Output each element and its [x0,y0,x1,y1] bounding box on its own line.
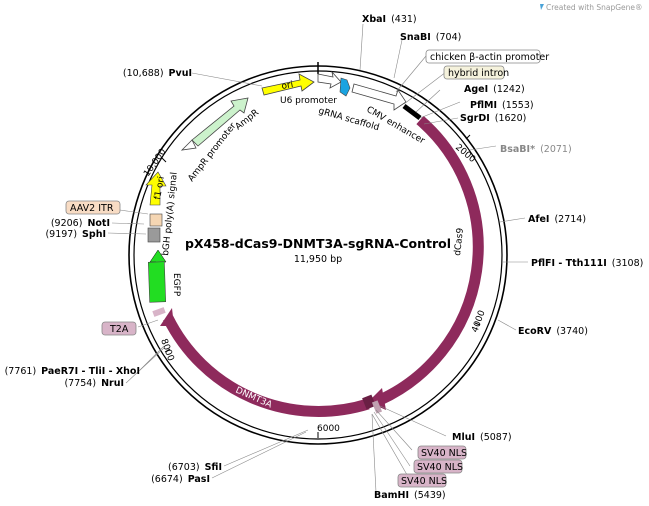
egfp-label: EGFP [171,273,181,297]
tick-label-4000: 4000 [470,309,487,334]
tick-label-10000: 10,000 [142,147,168,179]
site-bamhi: BamHI(5439) [374,490,446,501]
site-bsabi: BsaBI*(2071) [500,144,572,155]
svg-text:hybrid intron: hybrid intron [448,68,509,79]
site-snabi: SnaBI(704) [400,32,461,43]
t2a-box: T2A [101,321,137,336]
tick-8000 [164,348,171,353]
ori-label: ori [281,80,294,92]
aav2-itr-box: AAV2 ITR [65,200,121,215]
watermark-text: Created with SnapGene® [546,3,643,12]
site-sgrdi: SgrDI(1620) [460,113,526,124]
site-nrui: (7754)NruI [64,378,124,389]
tick-4000 [474,322,481,326]
sv40-nls-box-1: SV40 NLS [417,445,467,460]
site-noti: (9206)NotI [51,218,110,229]
site-pflfi-tth111i: PflFI - Tth111I(3108) [531,258,643,269]
site-sfii: (6703)SfiI [168,462,222,473]
site-xbai: XbaI(431) [362,14,417,25]
svg-text:SV40 NLS: SV40 NLS [401,476,447,487]
snapgene-watermark: Created with SnapGene® [540,3,643,12]
kozak-marker [402,104,422,120]
site-pvui: (10,688)PvuI [123,68,192,79]
ori-feature [261,73,315,96]
u6-promoter-label: U6 promoter [280,96,337,106]
svg-text:T2A: T2A [109,324,129,335]
aav2-itr-feature [149,213,163,227]
site-sphi: (9197)SphI [45,229,106,240]
dcas9-label: dCas9 [453,227,466,256]
grna-scaffold-feature [339,77,351,97]
nls-segments [362,394,383,414]
ampr-feature [191,97,249,147]
svg-text:chicken β-actin promoter: chicken β-actin promoter [430,52,549,63]
dcas9-feature [377,115,484,406]
dnmt3a-arrowhead [160,308,174,326]
svg-text:SV40 NLS: SV40 NLS [417,462,463,473]
site-leader-lines [107,23,528,493]
snapgene-logo-icon [540,4,544,10]
cmv-enhancer-feature [351,83,407,111]
site-pflmi: PflMI(1553) [470,100,534,111]
dnmt3a-feature [163,315,370,417]
bgh-polya-feature [147,227,161,243]
f1-ori-label: f1 ori [153,176,167,201]
site-afei: AfeI(2714) [528,214,586,225]
u6-promoter-feature [317,70,342,89]
site-ecorv: EcoRV(3740) [518,326,588,337]
plasmid-size: 11,950 bp [294,254,342,265]
sv40-nls-box-3: SV40 NLS [397,473,447,488]
ampr-promoter-feature [180,139,197,151]
site-pasi: (6674)PasI [151,474,210,485]
dcas9-arrowhead [368,388,386,410]
t2a-segment [152,307,166,317]
plasmid-title: pX458-dCas9-DNMT3A-sgRNA-Control [185,236,451,251]
sv40-nls-box-2: SV40 NLS [413,459,463,474]
dnmt3a-label: DNMT3A [234,386,274,411]
svg-text:SV40 NLS: SV40 NLS [421,448,467,459]
egfp-body [147,261,167,303]
tick-2000 [465,134,471,140]
hybrid-intron-box: hybrid intron [443,65,509,80]
tick-10000 [161,157,167,163]
site-agei: AgeI(1242) [464,84,525,95]
chicken-beta-actin-box: chicken β-actin promoter [425,49,549,64]
tick-label-6000: 6000 [317,424,340,434]
site-mlui: MluI(5087) [452,432,512,443]
site-paer7i-tlii-xhoi: (7761)PaeR7I - TliI - XhoI [5,366,140,377]
svg-text:AAV2 ITR: AAV2 ITR [70,203,114,214]
f1-ori-feature [145,171,167,206]
